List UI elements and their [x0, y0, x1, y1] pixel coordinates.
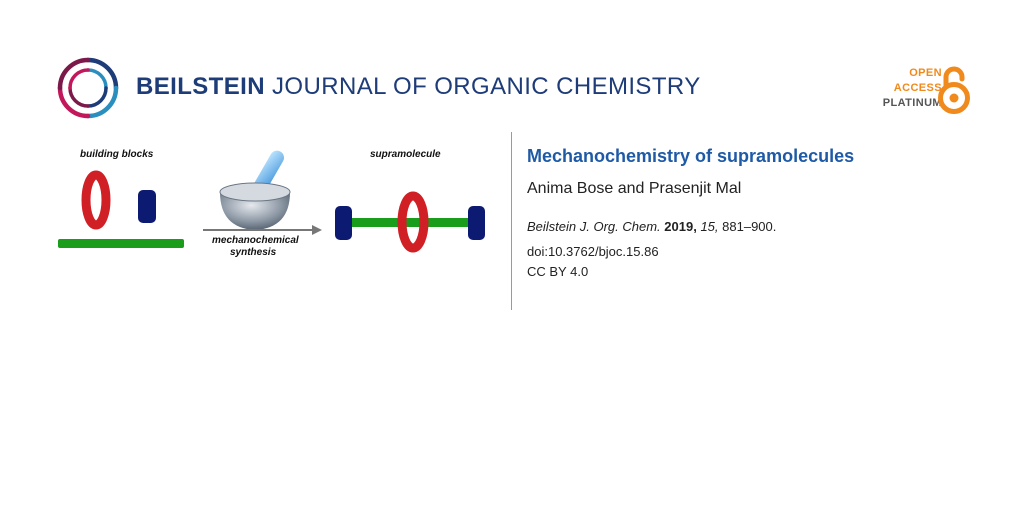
mortar-rim — [219, 182, 291, 202]
graphical-abstract: building blocks supramolecule mechanoche… — [50, 140, 500, 280]
article-authors: Anima Bose and Prasenjit Mal — [527, 180, 742, 197]
article-doi[interactable]: doi:10.3762/bjoc.15.86 — [527, 244, 659, 259]
mortar-bowl — [220, 192, 290, 230]
axle-rod — [58, 239, 184, 248]
open-access-badge-text: OPEN ACCESS PLATINUM — [883, 66, 942, 111]
open-access-line3: PLATINUM — [882, 97, 942, 109]
open-lock-icon — [938, 66, 970, 114]
journal-name-rest: JOURNAL OF ORGANIC CHEMISTRY — [272, 73, 701, 100]
journal-name-bold: BEILSTEIN — [136, 73, 265, 100]
reaction-arrow-head — [312, 225, 322, 235]
beilstein-ring-logo-icon — [57, 57, 119, 119]
article-license[interactable]: CC BY 4.0 — [527, 264, 589, 279]
vertical-divider — [511, 132, 512, 310]
journal-abbrev: Beilstein J. Org. Chem. — [527, 219, 661, 234]
citation-year: 2019, — [664, 219, 697, 234]
rotaxane-stopper-right — [468, 206, 485, 240]
article-title[interactable]: Mechanochemistry of supramolecules — [527, 146, 855, 166]
mechanochemical-label: mechanochemical — [212, 235, 299, 246]
rotaxane-stopper-left — [335, 206, 352, 240]
graphical-abstract-drawing — [58, 150, 485, 253]
stopper-block — [138, 190, 156, 223]
citation-volume: 15, — [700, 219, 719, 234]
open-access-line2: ACCESS — [893, 82, 942, 94]
open-access-line1: OPEN — [909, 67, 942, 79]
synthesis-label: synthesis — [230, 247, 277, 258]
building-blocks-label: building blocks — [80, 149, 154, 160]
macrocycle-ring — [81, 170, 111, 230]
rotaxane-ring — [397, 191, 429, 253]
citation-pages: 881–900. — [722, 219, 777, 234]
supramolecule-label: supramolecule — [370, 149, 441, 160]
journal-name: BEILSTEIN JOURNAL OF ORGANIC CHEMISTRY — [136, 73, 701, 101]
rotaxane-axle — [348, 218, 472, 227]
article-info: Mechanochemistry of supramolecules Anima… — [527, 146, 854, 279]
article-citation: Beilstein J. Org. Chem. 2019, 15, 881–90… — [527, 219, 854, 234]
